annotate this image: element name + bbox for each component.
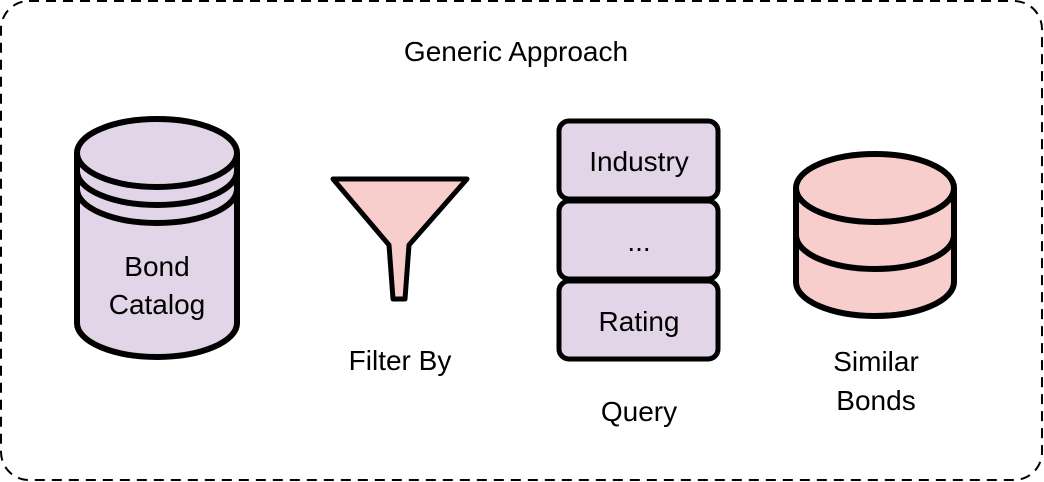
- diagram-title: Generic Approach: [404, 36, 628, 67]
- bond-catalog-label-line2: Catalog: [109, 289, 206, 320]
- similar-bonds-database-icon: [793, 151, 957, 319]
- similar-bonds-label-line2: Bonds: [836, 385, 915, 416]
- query-stack: Industry ... Rating: [556, 118, 721, 362]
- similar-bonds-label-line1: Similar: [833, 346, 919, 377]
- query-item-rating-box: [556, 278, 721, 362]
- filter-by-label: Filter By: [349, 345, 452, 376]
- bond-catalog-label-line1: Bond: [124, 251, 189, 282]
- bond-catalog-cylinder-icon: [74, 116, 240, 360]
- query-item-industry-label: Industry: [589, 146, 689, 177]
- query-label: Query: [601, 396, 677, 427]
- query-item-ellipsis-label: ...: [627, 226, 650, 257]
- query-item-rating-label: Rating: [599, 306, 680, 337]
- funnel-icon: [330, 176, 470, 302]
